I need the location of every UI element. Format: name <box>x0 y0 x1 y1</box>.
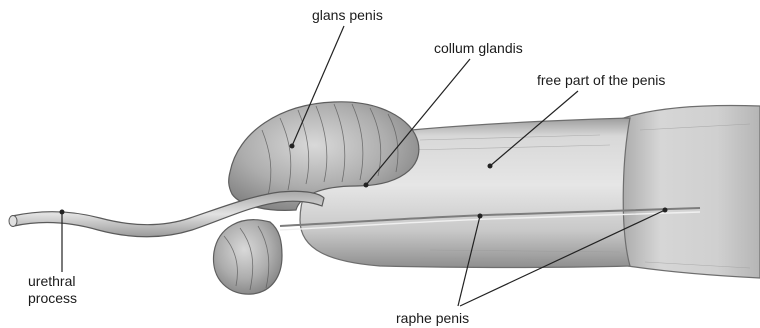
label-free-part: free part of the penis <box>537 72 665 89</box>
penis-base <box>617 106 760 278</box>
label-glans-penis: glans penis <box>312 7 383 24</box>
glans-lower-lobe <box>213 220 282 294</box>
label-urethral-process: urethral process <box>28 273 77 307</box>
label-collum-glandis: collum glandis <box>434 40 523 57</box>
urethral-opening <box>9 216 17 227</box>
label-urethral-line1: urethral <box>28 273 77 290</box>
label-raphe-penis: raphe penis <box>396 310 469 327</box>
label-urethral-line2: process <box>28 290 77 307</box>
